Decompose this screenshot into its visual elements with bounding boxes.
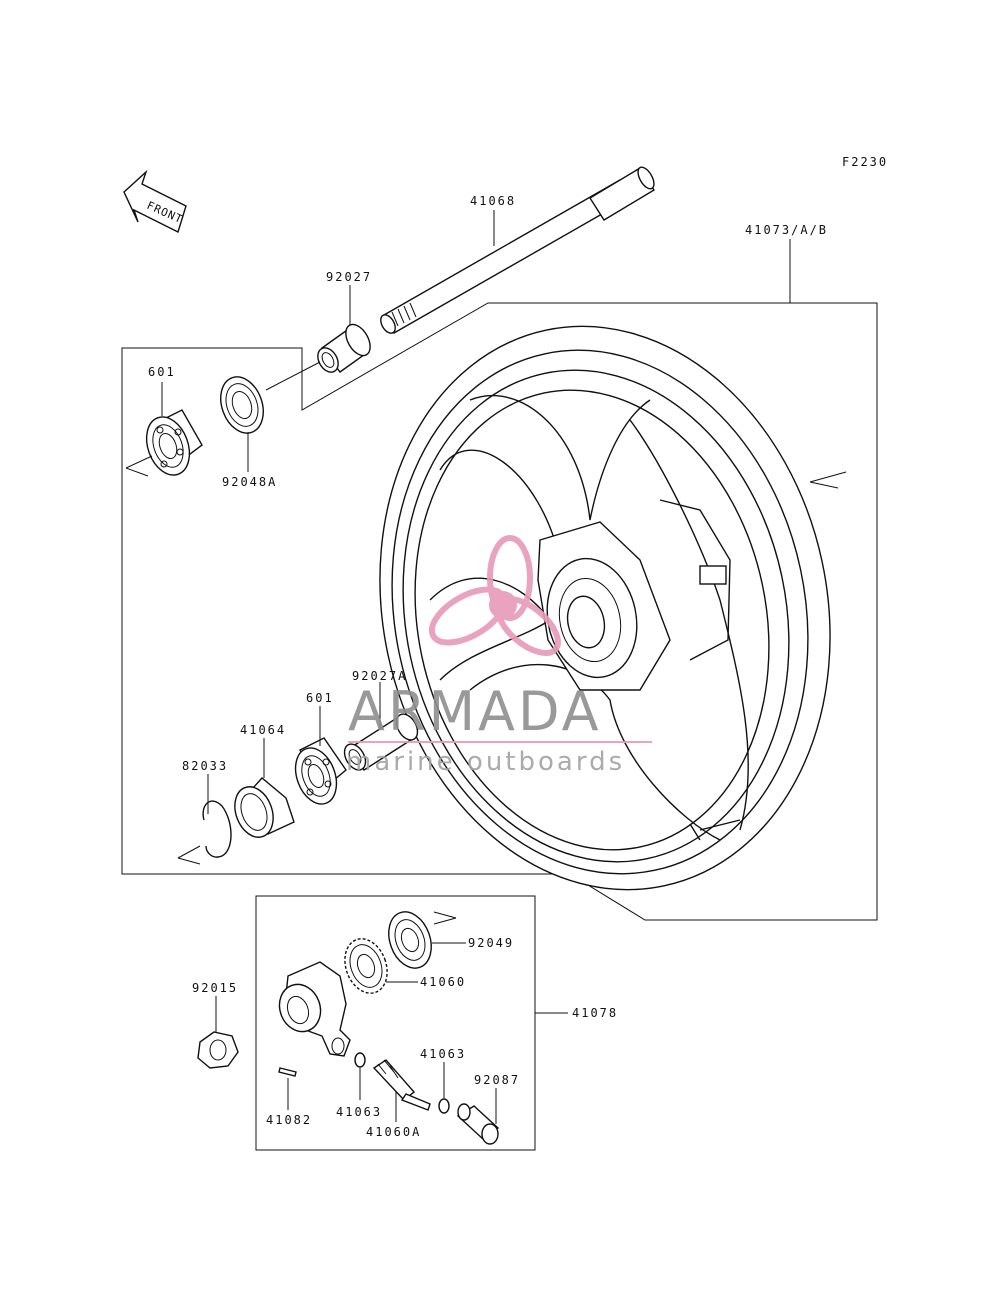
gearbox-housing-part [278,961,351,1057]
seal-left-label: 92048A [222,475,277,489]
pin-part [278,1067,297,1077]
propeller-logo-icon [428,535,561,656]
bearing-left-part [145,409,203,476]
axle-label: 41068 [470,194,516,208]
pinion-label: 41060A [366,1125,421,1139]
bushing-part [456,1103,500,1145]
pin-label: 41082 [266,1113,312,1127]
bearing-right-part [294,737,347,805]
circlip-label: 82033 [182,759,228,773]
seal-gear-label: 92049 [468,936,514,950]
bearing-left-label: 601 [148,365,176,379]
wheel-part [379,325,847,891]
axle-part [380,166,655,334]
bearing-right-label: 601 [306,691,334,705]
nut-part [197,1031,239,1069]
seal-left-axis [265,361,321,391]
gearbox-assembly-frame [255,895,536,1151]
circlip-part [202,800,232,858]
washer-b-part [438,1098,450,1114]
gearbox-assy-label: 41078 [572,1006,618,1020]
watermark-subtitle: marine outboards [346,747,625,777]
front-arrow-icon: FRONT [123,169,187,233]
wheel-assembly-frame [121,302,878,921]
gear-label: 41060 [420,975,466,989]
nut-label: 92015 [192,981,238,995]
seal-gear-part [388,911,432,969]
circlip-axis [177,845,201,865]
washer-b-label: 41063 [420,1047,466,1061]
gear-part [344,938,388,994]
wheel-label: 41073/A/B [745,223,828,237]
bushing-label: 92087 [474,1073,520,1087]
bearing-left-axis [125,455,153,477]
pinion-part [372,1059,431,1111]
coupling-part [234,777,295,838]
seal-left-part [220,376,264,434]
coupling-label: 41064 [240,723,286,737]
watermark-title: ARMADA [348,680,602,743]
collar-left-part [317,323,371,373]
washer-a-label: 41063 [336,1105,382,1119]
figure-code: F2230 [842,155,888,169]
washer-a-part [354,1052,366,1068]
collar-left-label: 92027 [326,270,372,284]
collar-right-label: 92027A [352,669,407,683]
watermark: ARMADA marine outboards [346,535,652,777]
seal-gear-axis [433,911,457,925]
